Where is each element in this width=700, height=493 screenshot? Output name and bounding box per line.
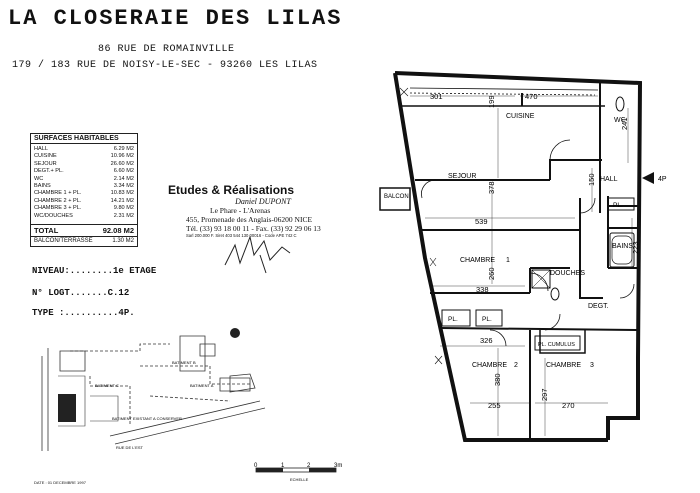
niveau-text: NIVEAU:........1e ETAGE: [32, 266, 157, 276]
placard-label: PL.: [448, 316, 458, 323]
room-degt: DEGT.: [588, 303, 609, 310]
room-hall: HALL: [600, 176, 618, 183]
stamp-line-1: Le Phare - L'Arenas: [210, 206, 271, 215]
stamp-line-3: Tél. (33) 93 18 00 11 - Fax. (33) 92 29 …: [186, 224, 321, 233]
dim-150: 150: [587, 173, 596, 186]
room-cuisine: CUISINE: [506, 113, 535, 120]
surfaces-title: SURFACES HABITABLES: [31, 134, 137, 144]
signature-icon: [224, 235, 291, 274]
batiment-a-label: BATIMENT A: [190, 383, 214, 388]
stamp-line-4: Sarl 200.000 F. Siret 403 544 130 00016 …: [186, 233, 297, 238]
room-wc: WC: [614, 117, 626, 124]
scale-tick: 2: [307, 463, 311, 469]
dim-223: 223: [631, 241, 640, 254]
dim-199: 199: [487, 95, 496, 108]
stamp-name: Daniel DUPONT: [235, 197, 291, 206]
table-row: CHAMBRE 2 + PL.14.21 M2: [34, 197, 134, 204]
site-plan: BATIMENT B BATIMENT C BATIMENT A BATIMEN…: [41, 328, 266, 451]
logt-text: N° LOGT.......C.12: [32, 288, 130, 298]
dim-378: 378: [487, 181, 496, 194]
floor-plan: CUISINE SEJOUR HALL WC BALCON BAINS CHAM…: [379, 71, 667, 442]
batiment-c-label: BATIMENT C: [95, 383, 119, 388]
rue-label: RUE DE L'EST: [116, 445, 144, 450]
table-row: CHAMBRE 3 + PL.9.80 M2: [34, 205, 134, 212]
entry-arrow-icon: [642, 172, 654, 184]
room-chambre-2-num: 2: [514, 362, 518, 369]
room-chambre-3: CHAMBRE: [546, 362, 581, 369]
dim-470: 470: [525, 92, 538, 101]
dim-301: 301: [430, 92, 443, 101]
dim-255: 255: [488, 401, 501, 410]
placard-cumulus-label: PL. CUMULUS: [538, 342, 575, 348]
room-bains: BAINS: [612, 243, 633, 250]
dim-241: 241: [620, 117, 629, 130]
room-chambre-2: CHAMBRE: [472, 362, 507, 369]
dim-270: 270: [562, 401, 575, 410]
batiment-b-label: BATIMENT B: [172, 360, 196, 365]
room-chambre-3-num: 3: [590, 362, 594, 369]
batiment-existant-label: BATIMENT EXISTANT A CONSERVER: [112, 416, 182, 421]
room-chambre-1-num: 1: [506, 257, 510, 264]
room-chambre-1: CHAMBRE: [460, 257, 495, 264]
architect-stamp: Etudes & Réalisations Daniel DUPONT Le P…: [168, 183, 328, 238]
scale-tick: 3m: [334, 463, 342, 469]
room-balcon: BALCON: [384, 194, 409, 200]
dim-260: 260: [487, 267, 496, 280]
scale-tick: 0: [254, 463, 258, 469]
address-line-2: 179 / 183 RUE DE NOISY-LE-SEC - 93260 LE…: [12, 60, 318, 71]
room-sejour: SEJOUR: [448, 173, 476, 180]
dim-380: 380: [493, 373, 502, 386]
dim-297: 297: [540, 388, 549, 401]
dim-539: 539: [475, 217, 488, 226]
dim-326: 326: [480, 336, 493, 345]
table-row: CHAMBRE 1 + PL.10.83 M2: [34, 190, 134, 197]
placard-label: PL.: [613, 202, 623, 209]
room-douches: DOUCHES: [550, 270, 585, 277]
page-title: LA CLOSERAIE DES LILAS: [8, 6, 343, 31]
type-text: TYPE :..........4P.: [32, 308, 135, 318]
address-line-1: 86 RUE DE ROMAINVILLE: [98, 44, 235, 55]
scale-bar: 0 1 2 3m ECHELLE: [254, 463, 342, 482]
date-text: DATE : 01 DECEMBRE 1997: [34, 480, 86, 485]
scale-tick: 1: [281, 463, 285, 469]
stamp-company: Etudes & Réalisations: [168, 183, 295, 197]
table-row: DEGT.+ PL.6.60 M2: [34, 168, 134, 175]
placard-label: PL.: [482, 316, 492, 323]
stamp-line-2: 455, Promenade des Anglais-06200 NICE: [186, 215, 313, 224]
entry-label: 4P: [658, 176, 667, 183]
scale-label: ECHELLE: [290, 477, 309, 482]
dim-338: 338: [476, 285, 489, 294]
